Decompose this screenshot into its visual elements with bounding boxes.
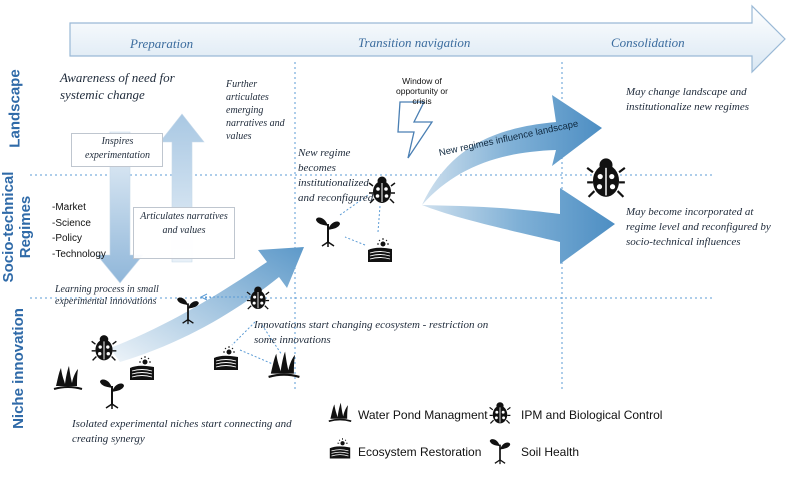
connector-niche-1 [239,349,276,366]
note-innovations: Innovations start changing ecosystem - r… [254,319,489,346]
connector-eco-bug [377,205,381,233]
phase-transition-navigation: Transition navigation [358,35,471,50]
note-further: Further articulates emerging narratives … [226,79,285,142]
phase-preparation: Preparation [130,36,194,51]
note-inspires: Inspires experimentation [85,136,150,161]
legend-label-ecosystem: Ecosystem Restoration [358,445,482,459]
regime-item: -Science [52,217,91,229]
plant-sprout-icon [99,378,125,410]
level-regimes: Socio-technical Regimes [0,162,34,292]
box-articulates [133,207,235,259]
phase-arrow [69,4,786,74]
connector-eco-sprout [344,236,366,246]
regime-arrow [422,188,615,264]
level-niche: Niche innovation [10,308,27,429]
note-learning: Learning process in small experimental i… [55,284,159,307]
note-isolated: Isolated experimental niches start conne… [72,418,292,445]
level-landscape: Landscape [6,69,24,148]
plant-sprout-icon [315,216,341,248]
regime-item: -Policy [52,233,83,244]
plant-sprout-icon [488,438,512,465]
ladybug-icon [489,401,511,424]
ecosystem-restoration-icon [129,355,155,381]
landscape-arrow [422,95,602,205]
note-window: Window of opportunity or crisis [396,76,448,106]
window-lightning [397,101,434,159]
box-inspires [71,133,163,167]
ladybug-icon [586,157,626,198]
note-new-regime: New regime becomes institutionalized and… [298,147,374,204]
ecosystem-restoration-icon [213,345,239,371]
legend-label-ipm: IPM and Biological Control [521,408,663,422]
regime-item: -Technology [52,248,106,260]
water-pond-icon [327,401,353,423]
niche-arrow [110,247,304,362]
legend-label-water-pond: Water Pond Managment [358,408,488,422]
water-pond-icon [53,365,83,390]
regime-item: -Market [52,202,86,213]
note-may-change: May change landscape and institutionaliz… [626,86,750,113]
legend-label-soil: Soil Health [521,445,580,459]
connector-niche-2 [231,321,256,346]
ecosystem-restoration-icon [367,237,393,263]
connector-sprout-bug [339,194,369,216]
phase-consolidation: Consolidation [611,35,685,50]
note-awareness: Awareness of need for systemic change [60,70,175,102]
note-articulates: Articulates narratives and values [140,211,228,236]
note-may-become: May become incorporated at regime level … [626,206,771,248]
regime-items: -Market -Science -Policy -Technology [52,200,106,262]
level-regimes-label: Socio-technical Regimes [0,171,34,283]
ecosystem-restoration-icon [329,437,351,459]
